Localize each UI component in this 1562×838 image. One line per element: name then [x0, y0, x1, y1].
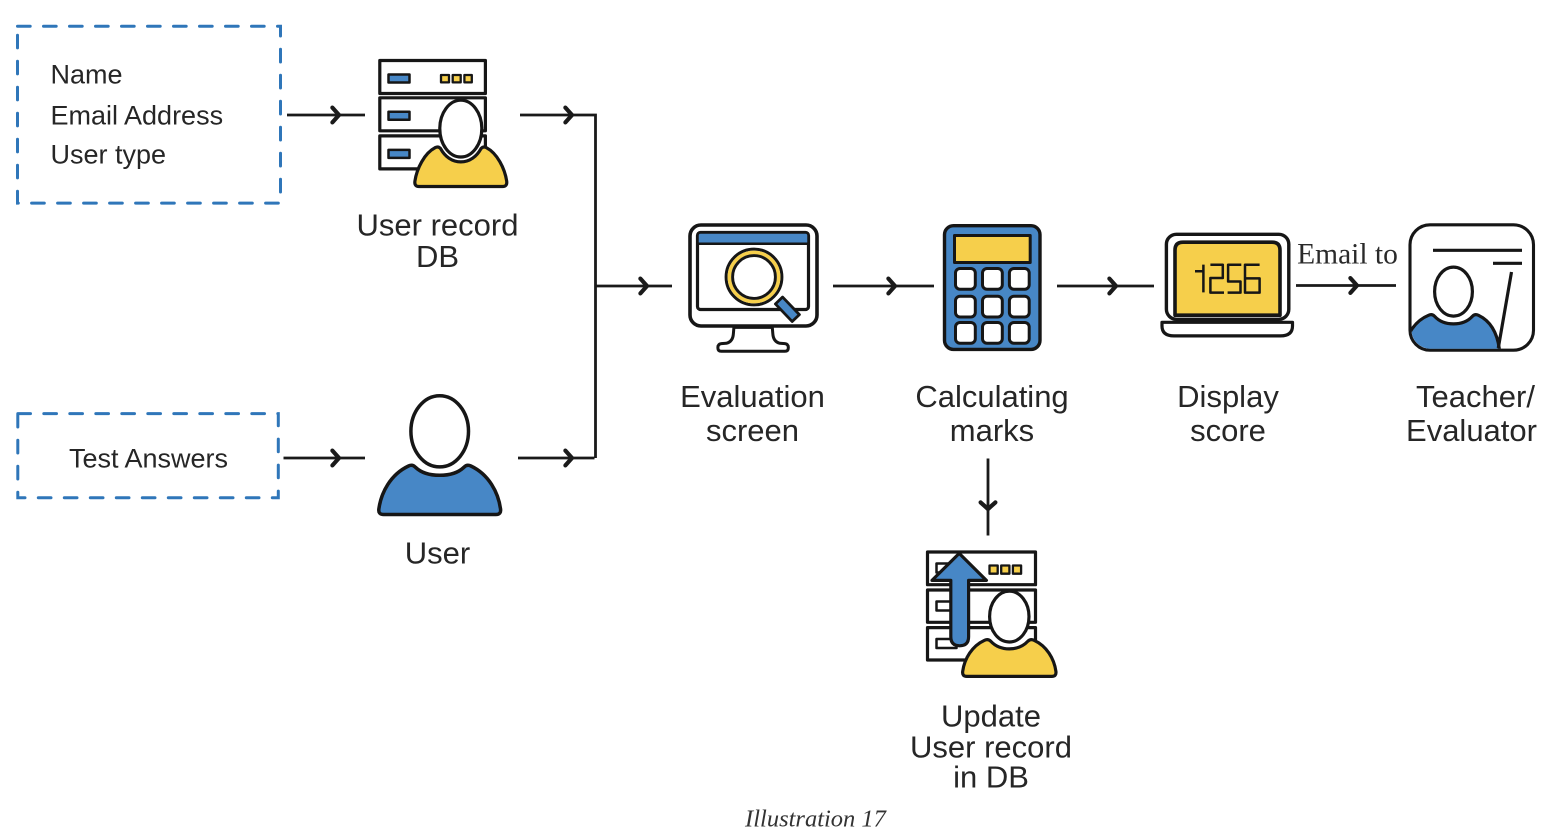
svg-text:Evaluator: Evaluator	[1406, 413, 1537, 448]
svg-text:DB: DB	[416, 239, 459, 274]
svg-text:Email Address: Email Address	[51, 101, 224, 131]
svg-text:Teacher/: Teacher/	[1416, 379, 1535, 414]
svg-text:marks: marks	[950, 413, 1034, 448]
svg-text:Test Answers: Test Answers	[69, 444, 228, 474]
svg-text:Name: Name	[51, 60, 123, 90]
svg-text:in DB: in DB	[953, 760, 1029, 795]
svg-text:Evaluation: Evaluation	[680, 379, 825, 414]
svg-text:screen: screen	[706, 413, 799, 448]
svg-text:User record: User record	[357, 208, 519, 243]
svg-text:Update: Update	[941, 698, 1041, 733]
svg-text:User: User	[405, 536, 470, 571]
svg-text:User type: User type	[51, 140, 167, 170]
svg-text:Calculating: Calculating	[915, 379, 1068, 414]
svg-text:User record: User record	[910, 730, 1072, 765]
svg-text:Display: Display	[1177, 379, 1279, 414]
svg-text:score: score	[1190, 413, 1266, 448]
svg-text:Illustration 17: Illustration 17	[744, 805, 888, 832]
svg-text:Email to: Email to	[1297, 238, 1398, 270]
